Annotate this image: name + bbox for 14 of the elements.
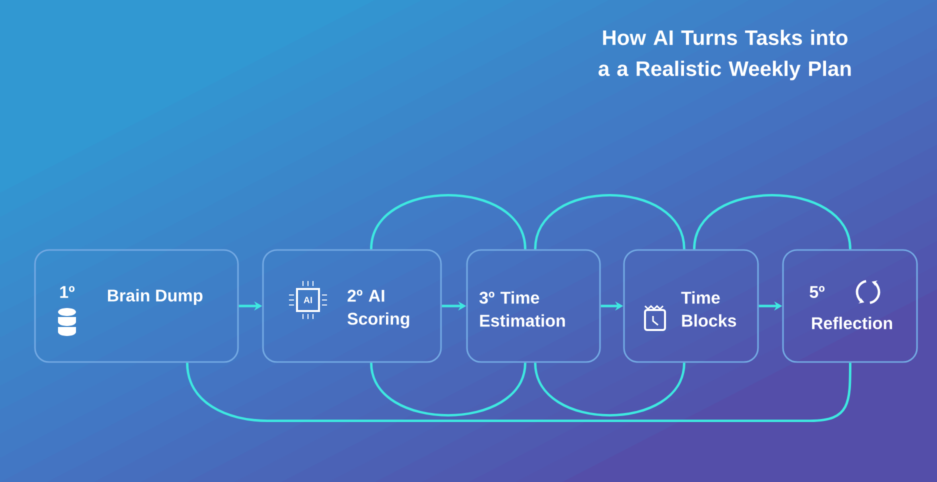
step-label: 2º AI Scoring (348, 290, 410, 328)
step-label: Time Blocks (681, 291, 736, 327)
step-number: 1º (60, 286, 75, 298)
connector-curve (186, 362, 852, 422)
title: How AI Turns Tasks into a a Realistic Weekly Plan (598, 30, 851, 80)
step-label: Reflection (812, 316, 892, 330)
connector-curve (370, 194, 526, 250)
step-label: Brain Dump (108, 289, 202, 305)
connector-curve (534, 362, 686, 416)
connector-curve (534, 194, 686, 250)
connector-curve (693, 194, 852, 250)
connector-curve (370, 362, 526, 416)
step-label: 3º Time Estimation (479, 291, 565, 327)
step-number: 5º (810, 286, 825, 298)
